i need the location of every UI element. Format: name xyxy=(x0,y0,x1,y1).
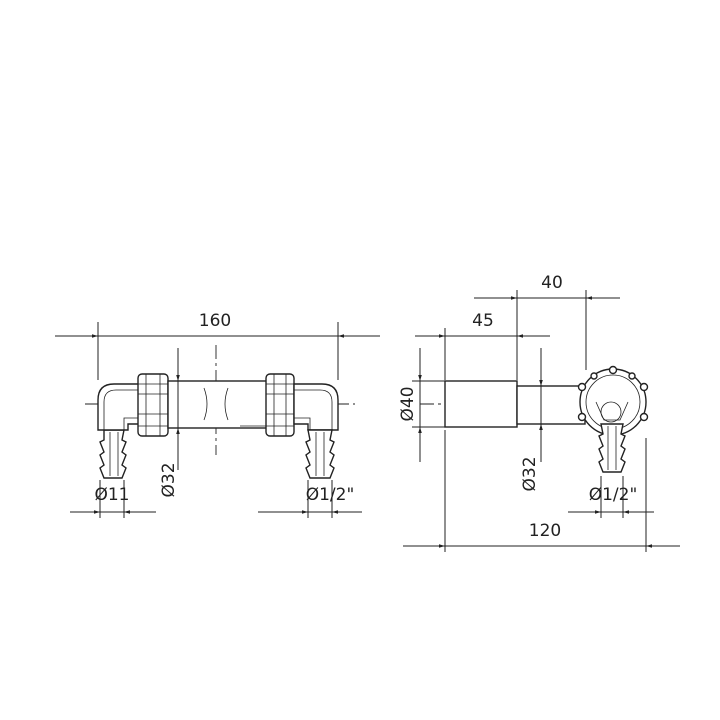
side-top-label: 40 xyxy=(541,273,563,293)
side-view: 40 45 Ø40 Ø32 xyxy=(398,273,680,552)
front-right-union-nut xyxy=(265,373,295,437)
side-hose-barb xyxy=(595,401,629,473)
dimension-side-top: 40 xyxy=(474,273,620,380)
front-view: 160 Ø32 Ø11 Ø1/2" xyxy=(55,311,380,518)
dimension-front-right-thread: Ø1/2" xyxy=(258,480,362,518)
side-offset-label: 45 xyxy=(472,311,494,331)
side-width-label: 120 xyxy=(529,521,561,541)
dimension-side-diameter: Ø40 xyxy=(398,348,445,462)
front-left-hose-barb xyxy=(99,429,127,479)
side-inner-tube xyxy=(516,385,586,425)
dimension-side-offset: 45 xyxy=(415,311,550,380)
front-right-hose-barb xyxy=(305,429,335,479)
front-tube-diameter-label: Ø32 xyxy=(159,462,179,497)
front-right-elbow xyxy=(293,383,339,431)
dimension-front-tube-diameter: Ø32 xyxy=(159,348,180,498)
front-left-elbow xyxy=(97,383,141,431)
dimension-front-left-hose: Ø11 xyxy=(70,480,156,518)
side-diameter-label: Ø40 xyxy=(398,386,418,421)
dimension-front-width: 160 xyxy=(55,311,380,380)
dimension-side-thread: Ø1/2" xyxy=(568,476,654,518)
front-main-tube xyxy=(167,380,269,429)
side-thread-label: Ø1/2" xyxy=(589,485,638,505)
dimension-side-tube-diameter: Ø32 xyxy=(520,348,543,492)
front-left-hose-label: Ø11 xyxy=(94,485,129,505)
side-tube-diameter-label: Ø32 xyxy=(520,456,540,491)
front-width-label: 160 xyxy=(199,311,231,331)
front-right-thread-label: Ø1/2" xyxy=(306,485,355,505)
dimension-side-width: 120 xyxy=(403,430,680,552)
front-left-union-nut xyxy=(137,373,169,437)
side-outer-tube xyxy=(444,380,518,428)
